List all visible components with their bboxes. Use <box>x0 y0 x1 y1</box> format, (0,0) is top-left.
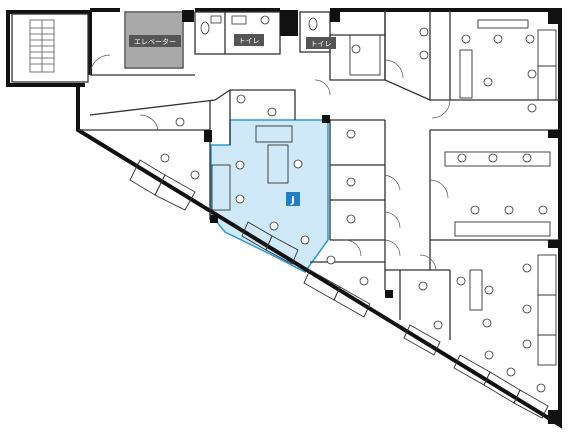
interior-walls <box>11 10 560 340</box>
sink-icon <box>210 15 247 25</box>
toilet-1-label: トイレ <box>239 37 260 45</box>
desk-icon <box>129 19 557 419</box>
stairs-icon <box>29 19 55 73</box>
elevator-label-bg <box>129 35 181 47</box>
pillars <box>182 10 560 424</box>
toilet-icon <box>200 15 318 35</box>
door-swing-icon <box>89 54 451 271</box>
room-j-label: J <box>290 195 295 206</box>
chair-icon <box>160 27 548 393</box>
room-j-badge[interactable] <box>286 192 300 206</box>
toilet-2-label-bg <box>306 37 336 49</box>
toilet-1-label-bg <box>234 34 264 46</box>
elevator-label: エレベーター <box>134 37 176 46</box>
outer-walls <box>6 8 562 429</box>
toilet-2-label: トイレ <box>311 40 332 48</box>
